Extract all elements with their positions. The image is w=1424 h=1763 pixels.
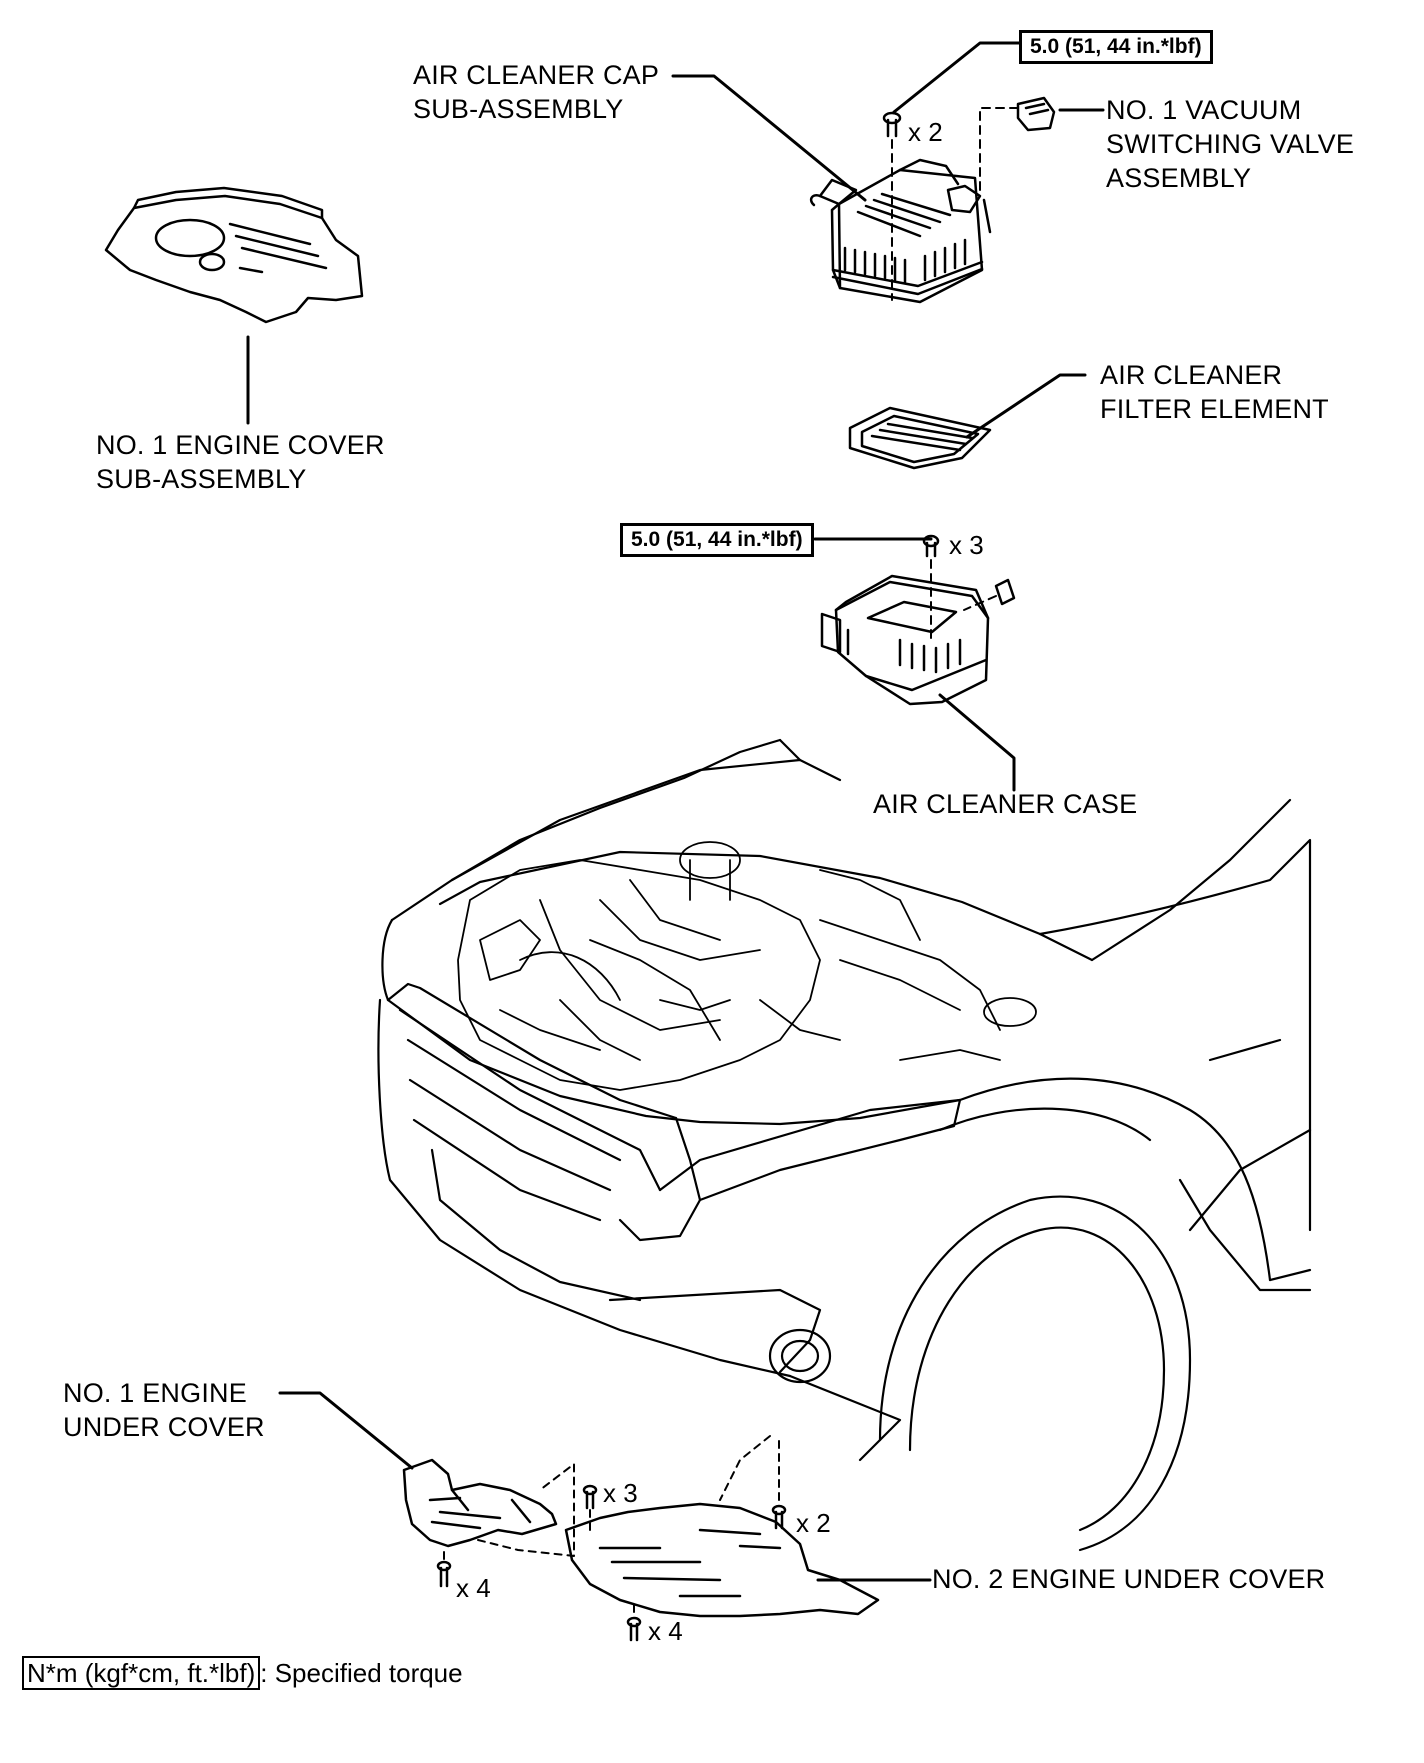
air-cleaner-cap-drawing [809,158,992,304]
label-air-cleaner-case: AIR CLEANER CASE [873,789,1138,819]
qty-case-bolts: x 3 [949,530,984,560]
case-clip-drawing [994,578,1016,606]
engine-cover-drawing [104,186,364,324]
label-line: UNDER COVER [63,1412,265,1442]
label-engine-cover: NO. 1 ENGINE COVER SUB-ASSEMBLY [96,428,385,496]
air-cleaner-case-drawing [820,574,990,706]
torque-legend: N*m (kgf*cm, ft.*lbf): Specified torque [22,1656,463,1690]
qty-under1-mid: x 3 [603,1478,638,1508]
label-line: AIR CLEANER CAP [413,60,660,90]
torque-spec-cap: 5.0 (51, 44 in.*lbf) [1019,30,1213,64]
label-vacuum-valve: NO. 1 VACUUM SWITCHING VALVE ASSEMBLY [1106,93,1354,195]
filter-element-drawing [848,406,992,470]
under-cover-1-drawing [402,1458,558,1548]
case-bolt-drawing [922,534,940,558]
qty-under1-left: x 4 [456,1573,491,1603]
legend-text: : Specified torque [260,1658,463,1688]
label-line: SUB-ASSEMBLY [413,94,624,124]
legend-unit-box: N*m (kgf*cm, ft.*lbf) [22,1656,261,1690]
leader-lines [246,41,1105,1582]
label-filter-element: AIR CLEANER FILTER ELEMENT [1100,358,1329,426]
install-lines-cap [891,107,1019,301]
under-cover-bolts [436,1484,787,1642]
install-lines-case [930,559,997,641]
qty-under2-bottom: x 4 [648,1616,683,1646]
label-under-cover-1: NO. 1 ENGINE UNDER COVER [63,1376,265,1444]
engine-bay-detail [457,841,1037,1091]
qty-under2-right: x 2 [796,1508,831,1538]
label-line: NO. 1 ENGINE COVER [96,430,385,460]
label-line: SUB-ASSEMBLY [96,464,307,494]
under-cover-2-drawing [564,1502,880,1618]
label-line: ASSEMBLY [1106,163,1252,193]
label-air-cleaner-cap: AIR CLEANER CAP SUB-ASSEMBLY [413,58,659,126]
qty-cap-bolts: x 2 [908,117,943,147]
vehicle-outline [377,738,1312,1552]
label-line: NO. 1 ENGINE [63,1378,247,1408]
cap-bolt-drawing [882,111,902,138]
label-line: FILTER ELEMENT [1100,394,1329,424]
vacuum-valve-drawing [1016,96,1056,132]
label-under-cover-2: NO. 2 ENGINE UNDER COVER [932,1564,1326,1594]
torque-spec-case: 5.0 (51, 44 in.*lbf) [620,523,814,557]
install-lines-under [443,1435,780,1613]
label-line: NO. 1 VACUUM [1106,95,1302,125]
label-line: SWITCHING VALVE [1106,129,1355,159]
label-line: AIR CLEANER [1100,360,1283,390]
